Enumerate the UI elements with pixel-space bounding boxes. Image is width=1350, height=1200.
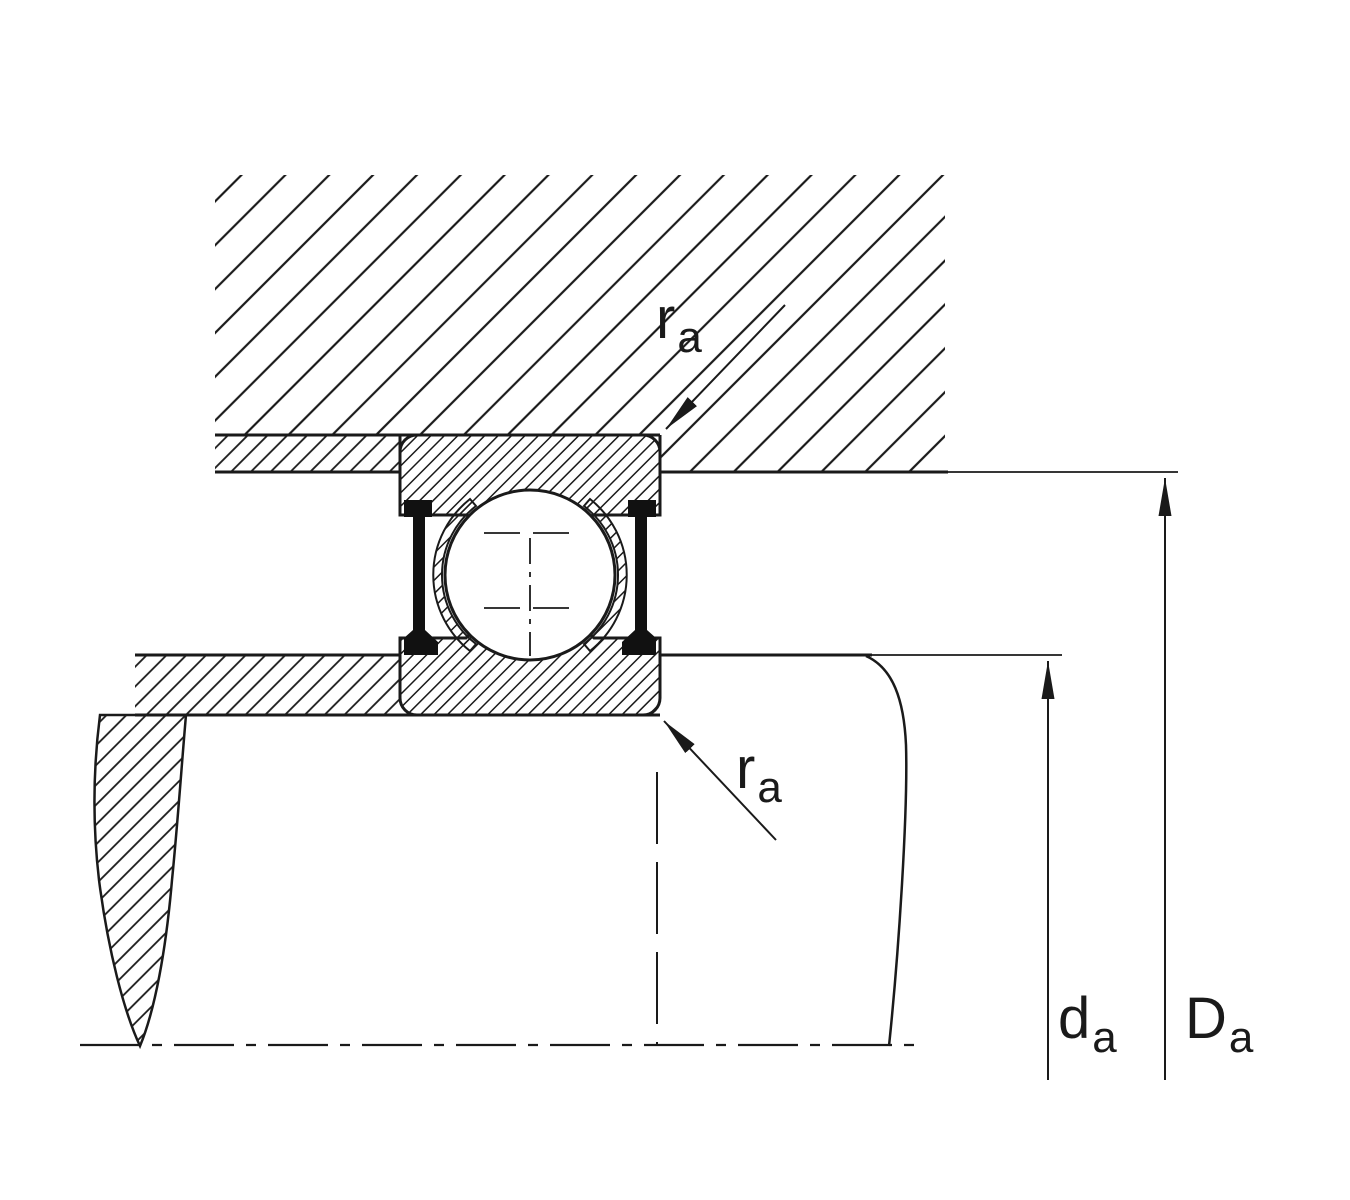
ra-top-leader: [665, 304, 786, 430]
ra-top-label: ra: [656, 286, 702, 362]
shaft-shoulder-strip: [135, 655, 400, 715]
shaft-break-curve: [865, 654, 908, 1047]
ring-land-right: [582, 497, 628, 653]
shaft-break-section: [93, 713, 188, 1050]
housing-section: [215, 175, 945, 472]
Da-label: Da: [1185, 986, 1254, 1062]
ra-bottom-label: ra: [736, 736, 782, 812]
ra-bottom-leader: [663, 720, 777, 841]
seal-left: [404, 500, 438, 655]
seal-right: [622, 500, 656, 655]
ring-land-left: [432, 497, 478, 653]
housing-shoulder-strip: [215, 435, 400, 472]
da-label: da: [1058, 986, 1117, 1062]
